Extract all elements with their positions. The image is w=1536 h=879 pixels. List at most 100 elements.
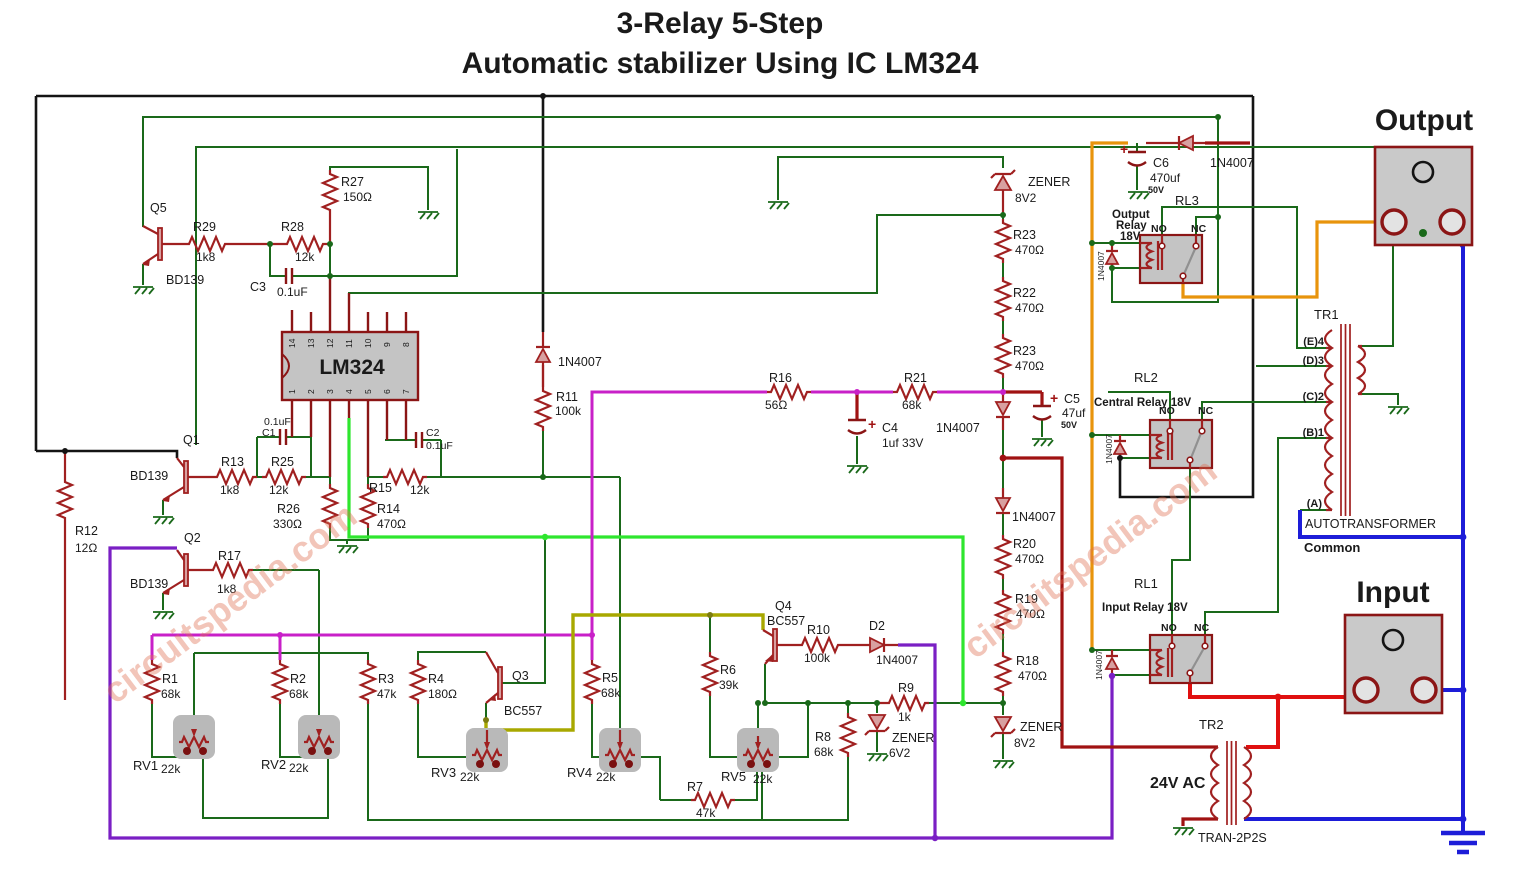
c3-cap	[284, 268, 294, 284]
d3-label: 1N4007	[558, 355, 602, 369]
tr2-voltage: 24V AC	[1150, 775, 1206, 792]
title-line1: 3-Relay 5-Step	[617, 7, 824, 40]
zener-8v2-bot-value: 8V2	[1014, 736, 1036, 750]
c5-cap	[1032, 404, 1052, 421]
q5-part: BD139	[166, 273, 204, 287]
r5-value: 68k	[601, 686, 621, 700]
tr1-tap-d: (D)3	[1303, 355, 1324, 367]
wires-purple	[108, 546, 1114, 840]
rl2-name: Central Relay 18V	[1094, 397, 1191, 409]
transistor-q1	[162, 457, 189, 502]
c5-value2: 50V	[1061, 420, 1077, 430]
rl3-name2: Relay	[1116, 220, 1147, 232]
pin6: 6	[382, 389, 392, 394]
c4-value: 1uf 33V	[882, 436, 923, 450]
r10-value: 100k	[804, 651, 831, 665]
rl3-name3: 18V	[1120, 231, 1141, 243]
pin5: 5	[363, 389, 373, 394]
c4-plus: +	[868, 416, 876, 432]
pin4: 4	[344, 389, 354, 394]
c1-label: C1	[262, 427, 276, 439]
rv5-label: RV5	[721, 769, 746, 784]
pot-rv5	[737, 728, 779, 772]
r22-value: 470Ω	[1015, 301, 1044, 315]
c1-value: 0.1uF	[264, 416, 291, 428]
pin13: 13	[306, 338, 316, 348]
relay-rl2	[1148, 418, 1214, 470]
output-title: Output	[1375, 104, 1473, 137]
d4-label: 1N4007	[936, 421, 980, 435]
c6-value1: 470uf	[1150, 171, 1181, 185]
d2-value: 1N4007	[876, 653, 918, 667]
r15-label: R15	[369, 481, 392, 495]
r6-value: 39k	[719, 678, 739, 692]
q1-part: BD139	[130, 469, 168, 483]
relay-rl1	[1148, 633, 1214, 685]
tr1-tap-e: (E)4	[1303, 336, 1325, 348]
wires-bright-green	[347, 418, 965, 703]
zener-8v2-top-value: 8V2	[1015, 191, 1037, 205]
rl1-name: Input Relay 18V	[1102, 602, 1188, 614]
r11-label: R11	[556, 390, 578, 404]
rl3-nc: NC	[1191, 223, 1207, 235]
c2-cap	[414, 432, 424, 448]
r18-label: R18	[1016, 654, 1039, 668]
r7-value: 47k	[696, 806, 716, 820]
wires-orange	[1090, 141, 1382, 650]
r3-value: 47k	[377, 687, 397, 701]
diode-1n4007-low	[994, 488, 1012, 515]
diode-d2	[869, 636, 887, 654]
rl3-name1: Output	[1112, 209, 1150, 221]
c1-cap	[278, 429, 288, 445]
r10-label: R10	[807, 623, 830, 637]
tr2-part: TRAN-2P2S	[1198, 831, 1267, 845]
c6-plus: +	[1120, 141, 1128, 157]
wires-magenta	[150, 390, 1003, 660]
input-title: Input	[1356, 576, 1429, 609]
r20-label: R20	[1013, 537, 1036, 551]
q3-part: BC557	[504, 704, 542, 718]
r23a-label: R23	[1013, 228, 1036, 242]
tr1-tap-b: (B)1	[1303, 427, 1324, 439]
r29-value: 1k8	[196, 250, 216, 264]
r21-label: R21	[904, 371, 927, 385]
r27-value: 150Ω	[343, 190, 372, 204]
rl1-nc: NC	[1194, 622, 1210, 634]
diode-rl3	[1104, 243, 1120, 268]
r19-value: 470Ω	[1016, 607, 1045, 621]
r6-label: R6	[720, 663, 736, 677]
watermark-right: circuitspedia.com	[955, 449, 1224, 666]
wires-blue	[1244, 231, 1485, 855]
rl1-diode-label: 1N4007	[1094, 650, 1104, 680]
rl1-label: RL1	[1134, 576, 1158, 591]
input-earth-pin	[1381, 628, 1405, 652]
r1-label: R1	[162, 672, 178, 686]
potentiometers	[173, 715, 779, 772]
r22-label: R22	[1013, 286, 1036, 300]
tr1-tap-a: (A)	[1307, 498, 1323, 510]
rv1-label: RV1	[133, 758, 158, 773]
rv3-value: 22k	[460, 770, 480, 784]
r8-value: 68k	[814, 745, 834, 759]
diode-rl2	[1112, 435, 1128, 458]
r2-value: 68k	[289, 687, 309, 701]
tr1-tap-c: (C)2	[1303, 391, 1324, 403]
r29-label: R29	[193, 220, 216, 234]
rl1-no: NO	[1161, 622, 1177, 634]
title-line2: Automatic stabilizer Using IC LM324	[462, 47, 979, 80]
r23b-label: R23	[1013, 344, 1036, 358]
transistor-q3	[485, 651, 503, 704]
r28-label: R28	[281, 220, 304, 234]
q3-label: Q3	[512, 669, 529, 683]
q5-label: Q5	[150, 201, 167, 215]
tr1-label: TR1	[1314, 307, 1339, 322]
common-label: Common	[1304, 540, 1360, 555]
d2-label: D2	[869, 619, 885, 633]
autotransformer-label: AUTOTRANSFORMER	[1305, 517, 1436, 531]
r1-value: 68k	[161, 687, 181, 701]
q4-label: Q4	[775, 599, 792, 613]
rv2-value: 22k	[289, 761, 309, 775]
pin1: 1	[287, 389, 297, 394]
zener-6v2-label: ZENER	[892, 731, 934, 745]
pin3: 3	[325, 389, 335, 394]
